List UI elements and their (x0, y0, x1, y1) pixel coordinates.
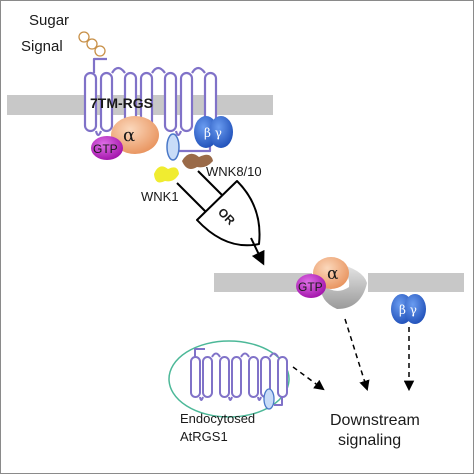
alpha-label: α (123, 125, 135, 146)
wnk1-label: WNK1 (141, 189, 179, 204)
endocytosed-label-line1: Endocytosed (180, 411, 255, 426)
rgs-crescent (320, 263, 367, 309)
free-beta-gamma-right-lobe (404, 294, 426, 324)
signal-label: Signal (21, 38, 63, 55)
dashed-arrow-g-alpha (344, 318, 370, 392)
free-alpha-label: α (327, 264, 339, 284)
downstream-label-line1: Downstream (330, 412, 420, 429)
sugar-label: Sugar (29, 12, 69, 29)
dashed-arrow-endosome (292, 366, 325, 391)
free-gtp-label: GTP (298, 280, 323, 294)
sugar-molecule-icon (86, 38, 98, 50)
endocytosed-receptor (190, 348, 288, 406)
gtp-label: GTP (93, 142, 118, 156)
free-gtp-molecule (296, 274, 326, 298)
endocytosed-label-line2: AtRGS1 (180, 429, 228, 444)
lower-membrane-right (368, 273, 464, 292)
receptor-label: 7TM-RGS (90, 95, 153, 111)
gtp-molecule (91, 136, 123, 160)
wnk810-kinase (182, 153, 213, 169)
rgs-domain (166, 133, 180, 161)
sugar-molecule-icon (78, 31, 90, 43)
beta-gamma-right-lobe (209, 116, 233, 148)
or-output-arrow (250, 237, 265, 266)
free-beta-gamma-label: β γ (399, 303, 417, 317)
lower-membrane-left (214, 273, 312, 292)
sugar-molecule-icon (94, 45, 106, 57)
wnk810-label: WNK8/10 (206, 164, 262, 179)
downstream-label-line2: signaling (338, 432, 401, 449)
or-gate: OR (176, 170, 261, 247)
g-alpha-subunit (111, 116, 159, 154)
wnk1-kinase (154, 166, 179, 183)
beta-gamma-label: β γ (204, 126, 222, 140)
endocytosed-rgs-domain (263, 388, 275, 410)
